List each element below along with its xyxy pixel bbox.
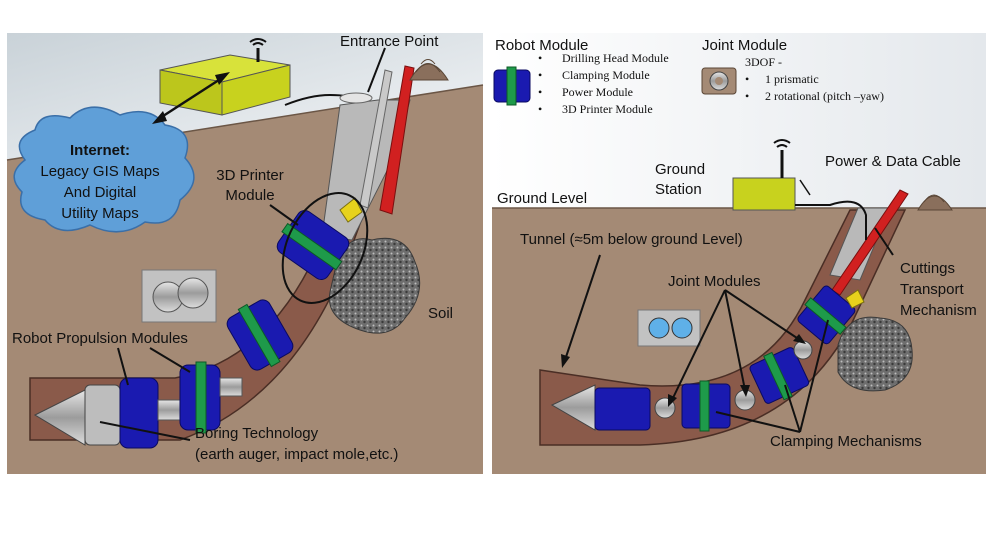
legend-bullet: • [538, 68, 542, 82]
clamp-ring [281, 222, 343, 271]
boring-label: Boring Technology [195, 425, 319, 442]
entrance-hole [339, 92, 373, 104]
leader-lines [99, 47, 386, 441]
cloud-title: Internet: [70, 142, 130, 159]
cloud-link-arrow [152, 72, 230, 124]
soil-label: Soil [428, 305, 453, 322]
joint-module-title: Joint Module [702, 37, 787, 54]
wifi-icon [773, 139, 791, 178]
legend-bullet: • [538, 51, 542, 65]
legend-bullet: • [538, 102, 542, 116]
boring-label: (earth auger, impact mole,etc.) [195, 446, 398, 463]
soil-mound [409, 59, 449, 81]
utility-pipes [141, 269, 217, 323]
cuttings-pipe [379, 65, 415, 215]
clamp-ring [237, 303, 281, 368]
data-cable [795, 200, 867, 240]
joint-modules-label: Joint Modules [668, 273, 761, 290]
cloud-line: And Digital [64, 184, 137, 201]
ground-station-label: Station [655, 181, 702, 198]
leader-line [799, 179, 811, 196]
tunnel [539, 209, 907, 446]
legend-bullet: • [745, 72, 749, 86]
left-panel: Entrance Point Internet: Legacy GIS Maps… [6, 33, 484, 474]
rock [837, 316, 913, 392]
joint-dof: 3DOF - [745, 55, 782, 69]
cloud-line: Utility Maps [61, 205, 139, 222]
arrow-heads [561, 334, 806, 407]
printer-highlight [281, 192, 369, 304]
clamp-ring [804, 297, 847, 335]
clamp-ring [195, 361, 207, 434]
printer-module-label: 3D Printer [216, 167, 284, 184]
propulsion-label: Robot Propulsion Modules [12, 330, 188, 347]
legend-item: Drilling Head Module [562, 51, 669, 65]
cuttings-label: Transport [900, 281, 964, 298]
robot-chain [33, 197, 363, 449]
legend-item: 3D Printer Module [562, 102, 653, 116]
drilling-head-module [594, 387, 651, 431]
utility-pipes [637, 309, 701, 347]
propulsion-module [119, 377, 159, 449]
joint-module [793, 340, 813, 360]
robot-chain [550, 285, 865, 432]
legend-bullet: • [538, 85, 542, 99]
clamping-label: Clamping Mechanisms [770, 433, 922, 450]
internet-cloud [13, 106, 195, 233]
printer-nozzle [339, 197, 363, 223]
shaft-rail [359, 69, 393, 209]
clamp-ring [699, 380, 710, 432]
ground-level-label: Ground Level [497, 190, 587, 207]
ground-station-label: Ground [655, 161, 705, 178]
cuttings-pipe [831, 189, 909, 296]
rock [328, 237, 421, 334]
legend-item: Power Module [562, 85, 633, 99]
tunnel-label: Tunnel (≈5m below ground Level) [520, 231, 743, 248]
power-data-cable-label: Power & Data Cable [825, 153, 961, 170]
legend-item: 1 prismatic [765, 72, 819, 86]
robot-module-swatch [493, 66, 531, 106]
printer-module-label: Module [225, 187, 274, 204]
cuttings-label: Mechanism [900, 302, 977, 319]
soil-mound [917, 194, 953, 211]
leader-lines [564, 227, 894, 433]
joint-module-swatch [701, 67, 737, 95]
legend-bullet: • [745, 89, 749, 103]
entrance-point-label: Entrance Point [340, 33, 439, 50]
ground-station-box [732, 177, 796, 211]
legend-item: 2 rotational (pitch –yaw) [765, 89, 884, 103]
cloud-line: Legacy GIS Maps [40, 163, 159, 180]
printer-nozzle [845, 289, 865, 309]
legend-item: Clamping Module [562, 68, 650, 82]
cuttings-label: Cuttings [900, 260, 955, 277]
robot-module-title: Robot Module [495, 37, 588, 54]
right-panel: Ground Station Power & Data Cable Ground… [492, 139, 986, 474]
wifi-icon [249, 38, 267, 62]
